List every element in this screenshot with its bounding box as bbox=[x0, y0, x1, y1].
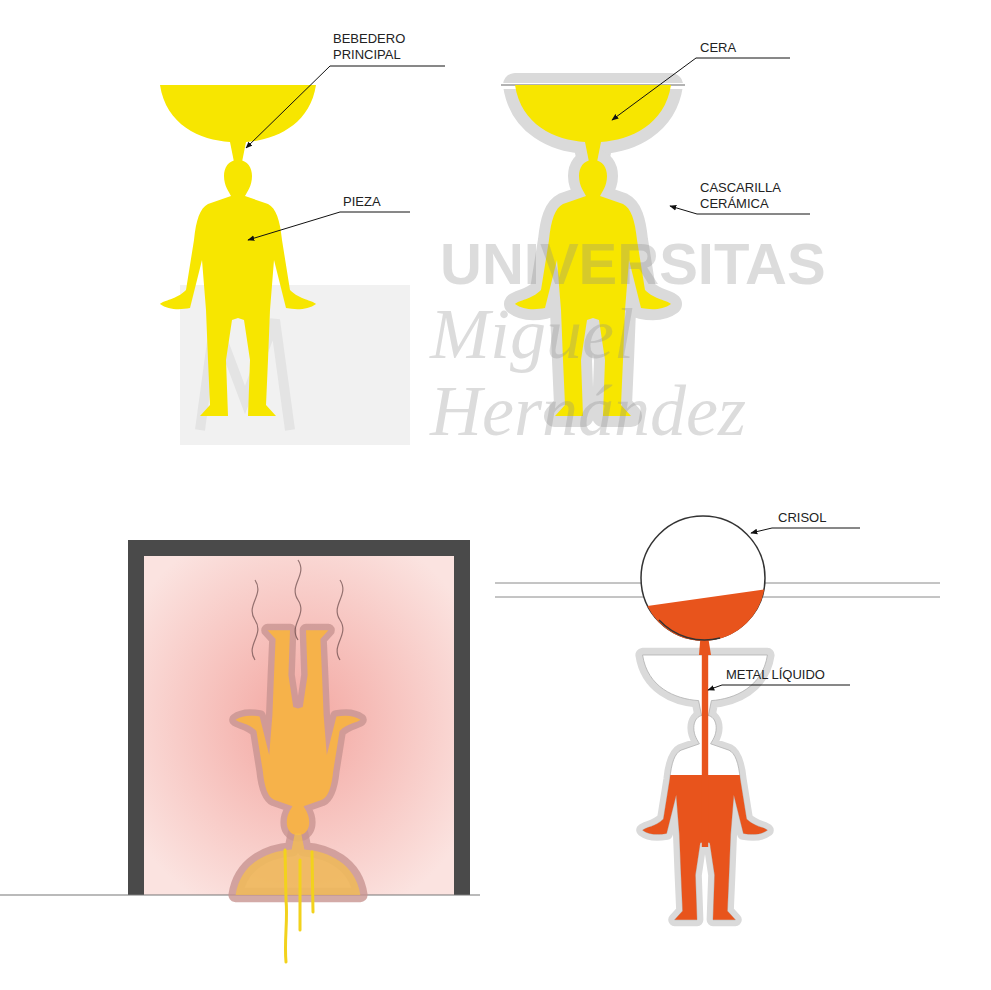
part-label: METAL LÍQUIDO bbox=[726, 667, 856, 683]
leader-lines bbox=[246, 58, 860, 690]
part-label: CASCARILLA CERÁMICA bbox=[700, 180, 810, 212]
watermark-text: Miguel bbox=[430, 295, 634, 374]
part-label: BEBEDERO PRINCIPAL bbox=[333, 31, 433, 63]
pouring bbox=[495, 516, 940, 920]
part-label: PIEZA bbox=[343, 194, 423, 210]
part-label: CERA bbox=[700, 40, 780, 56]
part-label: CRISOL bbox=[778, 510, 868, 526]
watermark-text: UNIVERSITAS bbox=[440, 232, 826, 296]
wax-pattern bbox=[160, 85, 316, 416]
furnace bbox=[0, 540, 480, 962]
watermark-text: Hernández bbox=[430, 372, 746, 451]
